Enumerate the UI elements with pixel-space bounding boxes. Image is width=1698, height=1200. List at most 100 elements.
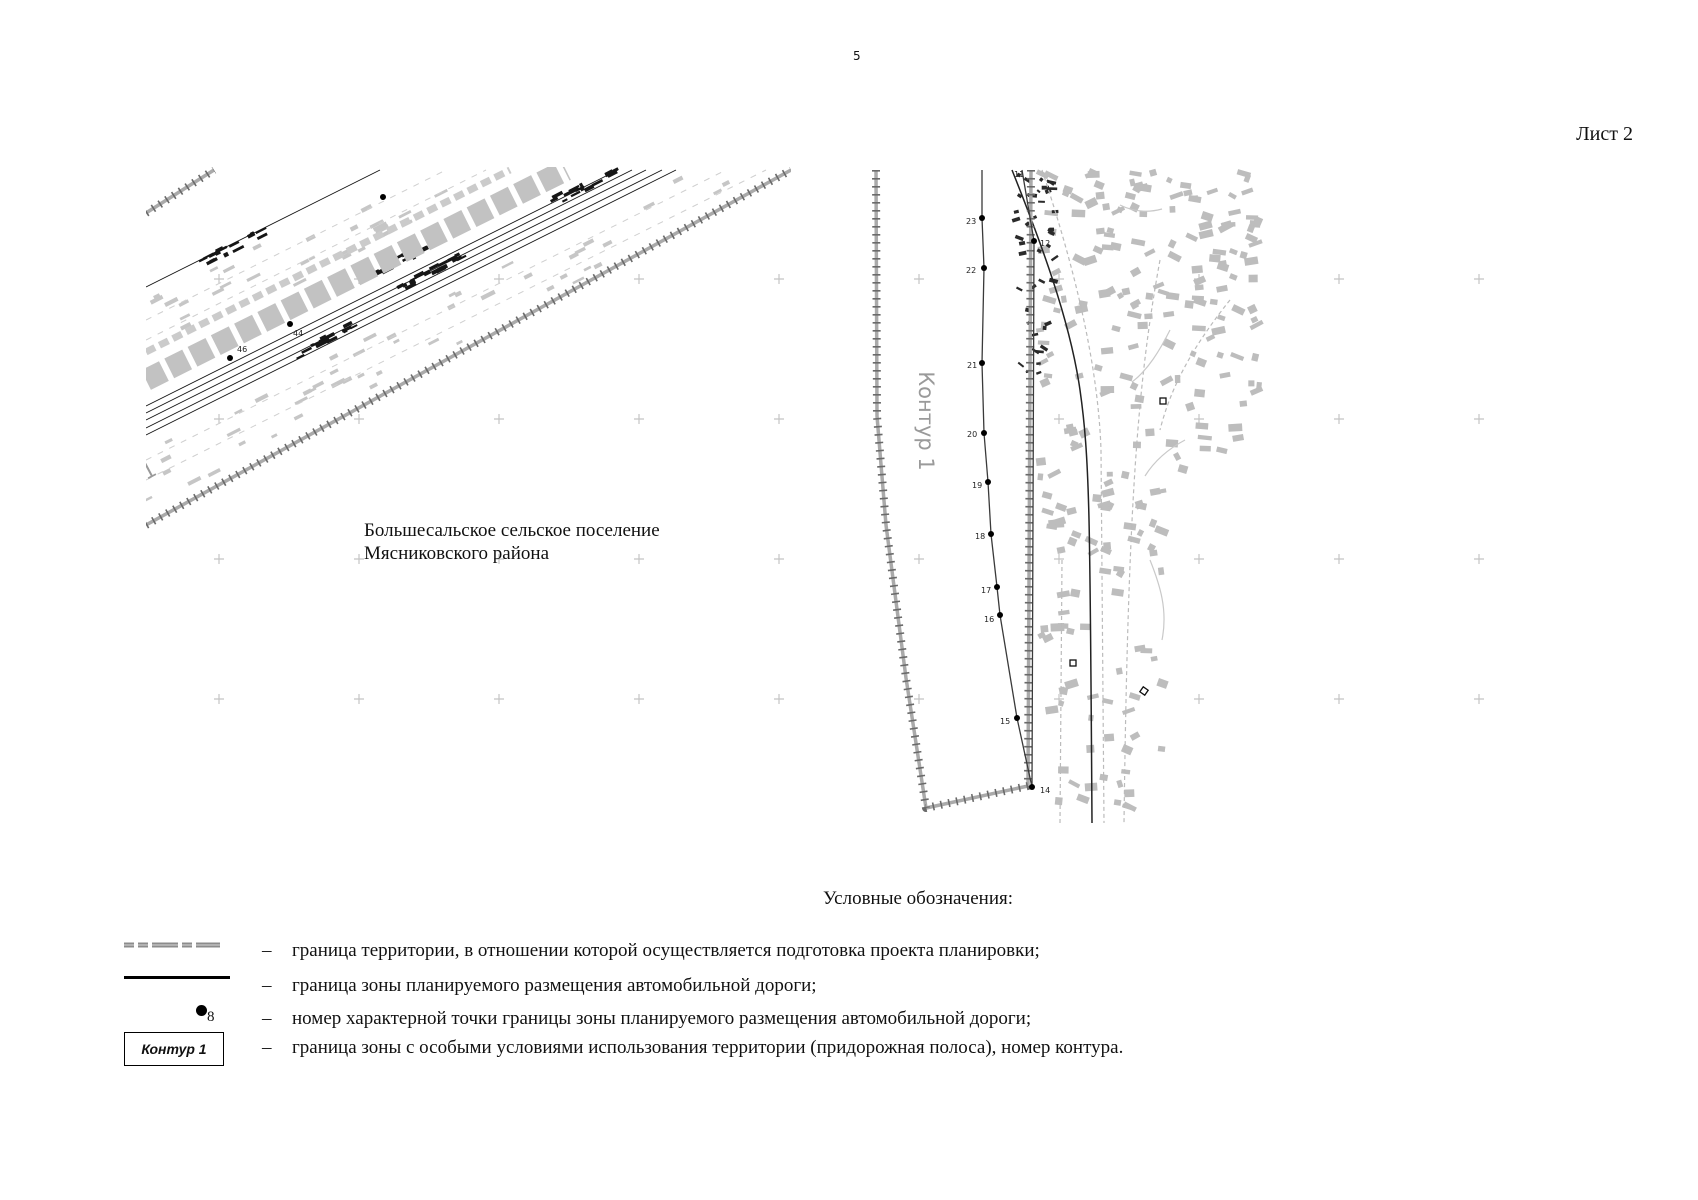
building <box>1087 170 1100 178</box>
boundary-point-22 <box>981 265 987 271</box>
building <box>1092 245 1104 255</box>
relief-line <box>1131 329 1171 383</box>
building <box>1244 256 1259 266</box>
relief-line <box>1119 204 1163 212</box>
road-line <box>146 169 663 429</box>
building <box>1212 248 1227 256</box>
building <box>1216 446 1228 455</box>
grid-cross <box>1474 414 1484 424</box>
boundary-point-12 <box>1031 238 1037 244</box>
map-object <box>454 252 461 258</box>
grid-cross <box>354 554 364 564</box>
building <box>1167 250 1182 263</box>
building <box>1193 275 1207 287</box>
map-object <box>352 348 366 358</box>
map-object <box>179 313 191 321</box>
map-object <box>501 260 514 269</box>
building <box>1197 434 1212 441</box>
project-boundary-ticks <box>872 169 1035 812</box>
building <box>1087 547 1100 557</box>
map-object <box>427 337 440 346</box>
grid-cross <box>1474 274 1484 284</box>
grid-cross <box>1054 554 1064 564</box>
building <box>1228 423 1243 432</box>
point-label-16: 16 <box>984 615 994 624</box>
legend-separator: – <box>262 975 272 996</box>
settlement-label: Большесальское сельское поселение Мясник… <box>364 519 660 565</box>
building <box>1121 287 1131 296</box>
grid-cross <box>214 554 224 564</box>
grid-cross <box>634 414 644 424</box>
map-object <box>572 276 585 285</box>
building <box>1093 180 1105 190</box>
map-object <box>437 259 449 267</box>
building <box>1185 401 1196 412</box>
building <box>1100 347 1114 355</box>
building <box>1072 253 1088 266</box>
map-line <box>146 169 767 481</box>
building <box>1069 439 1079 448</box>
map-object <box>1036 189 1041 194</box>
contour-label: Контур 1 <box>914 371 938 471</box>
zone-boundary-line <box>146 169 677 436</box>
map-object <box>1042 325 1047 331</box>
map-object <box>1034 349 1044 354</box>
map-object <box>252 243 262 251</box>
building <box>1067 536 1078 547</box>
map-object <box>349 224 359 232</box>
building <box>1251 352 1260 362</box>
building <box>1057 623 1069 629</box>
building <box>1157 745 1166 753</box>
grid-cross <box>1194 414 1204 424</box>
building <box>1195 357 1208 368</box>
building <box>1084 535 1099 547</box>
map-object <box>436 267 447 274</box>
building <box>1126 310 1142 320</box>
building <box>1070 588 1081 598</box>
map-object <box>1036 362 1041 365</box>
building <box>1157 288 1170 297</box>
relief-line <box>1149 559 1165 641</box>
grid-cross <box>634 694 644 704</box>
map-object <box>454 290 463 298</box>
point-label-17: 17 <box>981 586 991 595</box>
building <box>1165 176 1173 184</box>
building <box>1144 313 1153 320</box>
grid-cross <box>494 414 504 424</box>
building <box>1120 743 1134 756</box>
map-object <box>712 188 723 196</box>
building <box>1130 238 1146 247</box>
map-object <box>480 289 496 301</box>
building <box>1099 388 1112 398</box>
legend-item-text: граница территории, в отношении которой … <box>292 940 1040 961</box>
map-object <box>1038 200 1045 203</box>
legend-item-text: граница зоны с особыми условиями использ… <box>292 1037 1124 1058</box>
building <box>1086 744 1095 753</box>
building <box>1099 567 1112 575</box>
settlement-label-line1: Большесальское сельское поселение <box>364 520 660 541</box>
building <box>1241 187 1254 196</box>
building <box>1054 796 1063 806</box>
building <box>1043 373 1053 379</box>
grid-cross <box>1474 554 1484 564</box>
building <box>1137 321 1148 330</box>
legend-project-boundary-symbol <box>124 942 230 948</box>
map-object <box>1016 193 1023 199</box>
building <box>1092 493 1102 503</box>
building <box>1080 623 1091 631</box>
map-object <box>1011 216 1021 223</box>
building <box>1066 506 1077 516</box>
building <box>1148 518 1158 528</box>
map-object <box>456 339 463 346</box>
building <box>1076 793 1090 805</box>
grid-cross <box>494 694 504 704</box>
point-label-11: 11 <box>1014 170 1024 179</box>
map-object <box>219 281 232 290</box>
map-object <box>375 369 383 376</box>
building <box>1198 220 1213 231</box>
building <box>1116 292 1124 300</box>
building <box>1247 303 1258 315</box>
map-object <box>187 476 202 486</box>
zone-boundary-line <box>981 170 1033 788</box>
map-object <box>296 353 305 360</box>
